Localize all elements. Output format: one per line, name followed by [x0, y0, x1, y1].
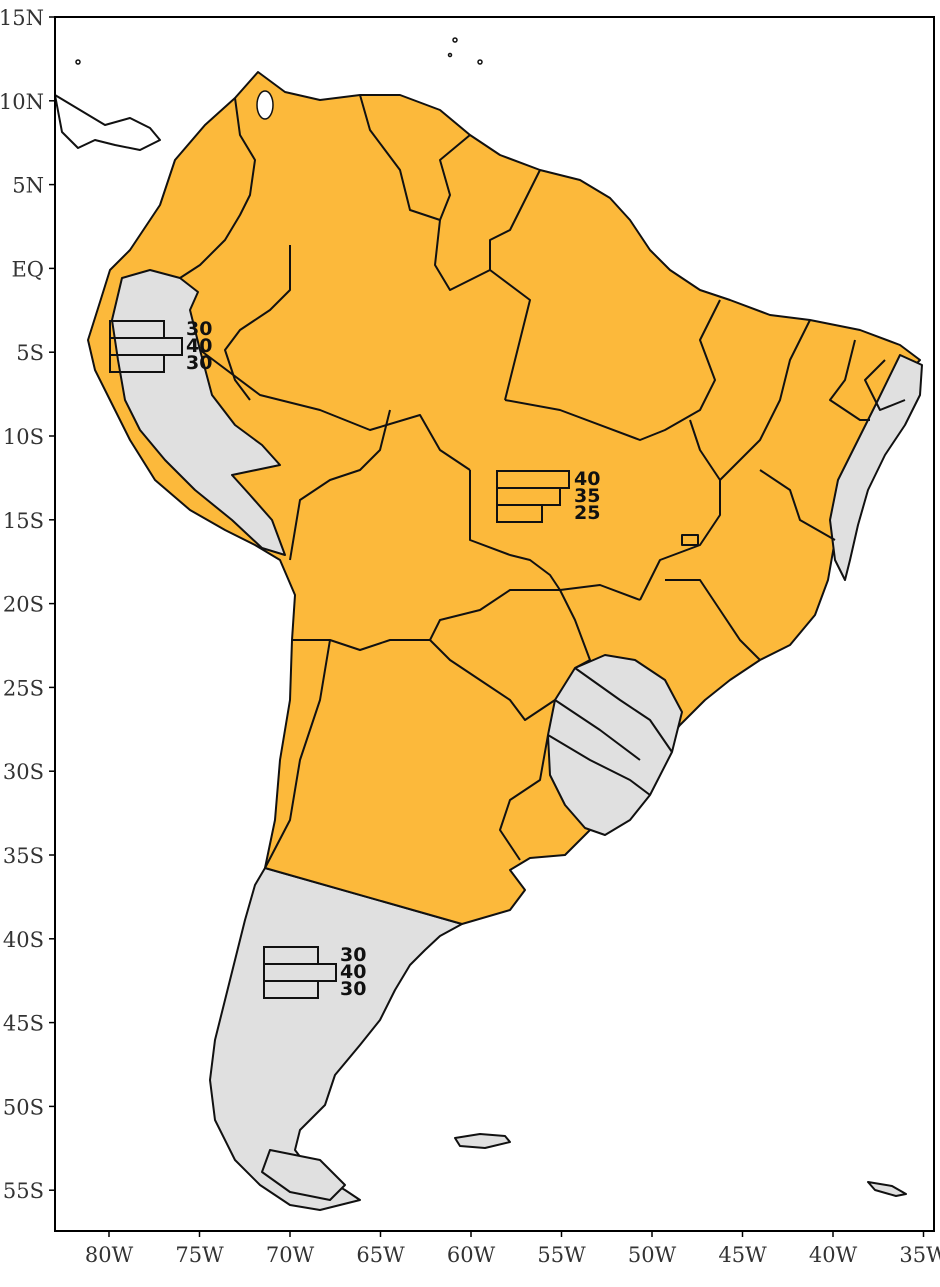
lon-tick-label: 70W — [266, 1243, 315, 1267]
longitude-axis: 80W 75W 70W 65W 60W 55W 50W 45W 40W 35W — [85, 1243, 940, 1267]
lat-tick-label: 35S — [3, 844, 44, 868]
lat-tick-label: 10N — [0, 90, 44, 114]
lon-tick-label: 40W — [809, 1243, 858, 1267]
legend-bar — [109, 354, 165, 373]
land-layer — [54, 71, 923, 1211]
lon-tick-label: 35W — [899, 1243, 940, 1267]
lat-tick-label: 10S — [3, 425, 44, 449]
country-borders — [179, 94, 906, 869]
northeast-brazil-region — [829, 354, 923, 581]
lon-tick-label: 60W — [447, 1243, 496, 1267]
latitude-axis: 15N 10N 5N EQ 5S 10S 15S 20S 25S 30S 35S 40S 45S 50S 5… — [0, 6, 44, 1203]
caribbean-islands — [75, 37, 483, 120]
lat-tick-label: 55S — [3, 1179, 44, 1203]
lon-tick-label: 50W — [628, 1243, 677, 1267]
lat-tick-label: 30S — [3, 760, 44, 784]
legend-value: 40 — [340, 961, 366, 983]
falkland-islands — [454, 1133, 511, 1149]
legend-value: 25 — [574, 502, 600, 524]
panama-fragment — [54, 94, 161, 151]
lat-tick-label: 15S — [3, 509, 44, 533]
lat-tick-label: 5S — [16, 341, 44, 365]
lon-tick-label: 45W — [718, 1243, 767, 1267]
lat-tick-label: 15N — [0, 6, 44, 30]
lon-tick-label: 65W — [356, 1243, 405, 1267]
legend-bar — [263, 980, 319, 999]
legend-value: 30 — [186, 352, 212, 374]
legend-value: 40 — [574, 468, 600, 490]
lon-tick-label: 55W — [537, 1243, 586, 1267]
map-frame — [54, 16, 935, 1232]
lat-tick-label: EQ — [11, 257, 44, 281]
lat-tick-label: 5N — [12, 174, 44, 198]
axis-ticks — [49, 16, 925, 1237]
lon-tick-label: 75W — [175, 1243, 224, 1267]
lat-tick-label: 45S — [3, 1012, 44, 1036]
tierra-del-fuego — [261, 1149, 346, 1201]
lat-tick-label: 25S — [3, 676, 44, 700]
lat-tick-label: 40S — [3, 928, 44, 952]
patagonia-region — [209, 867, 463, 1211]
lat-tick-label: 50S — [3, 1095, 44, 1119]
legend-value: 30 — [340, 944, 366, 966]
legend-value: 30 — [340, 978, 366, 1000]
legend-value: 40 — [186, 335, 212, 357]
lon-tick-label: 80W — [85, 1243, 134, 1267]
legend-value: 30 — [186, 318, 212, 340]
ecuador-peru-region — [111, 269, 286, 556]
lat-tick-label: 20S — [3, 593, 44, 617]
legend-bar — [496, 504, 543, 523]
southern-brazil-region — [547, 654, 683, 836]
south-georgia — [867, 1181, 907, 1197]
legend-value: 35 — [574, 485, 600, 507]
